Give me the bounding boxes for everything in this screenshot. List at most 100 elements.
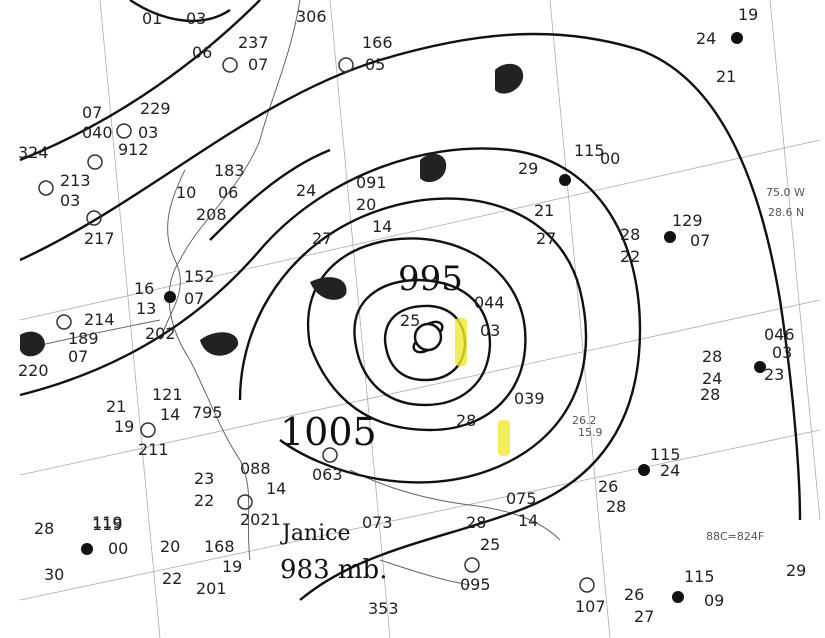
station-plot: 166 05 [362, 33, 393, 74]
svg-text:16: 16 [134, 279, 154, 298]
svg-text:27: 27 [634, 607, 654, 626]
lat-lon-grid [19, 0, 821, 638]
svg-text:07: 07 [68, 347, 88, 366]
station-number: 063 [312, 465, 343, 484]
svg-text:28: 28 [456, 411, 476, 430]
station-plot: 28 23 [700, 365, 784, 404]
station-plot: 27 14 [312, 217, 392, 248]
svg-text:14: 14 [518, 511, 538, 530]
station-number: 119 [92, 513, 123, 532]
station-plot: 06 237 07 [192, 33, 269, 74]
storm-pressure: 983 mb. [280, 555, 387, 585]
station-plot: 29 21 27 [518, 159, 556, 248]
svg-text:039: 039 [514, 389, 545, 408]
station-plot: 26 115 24 28 [598, 445, 681, 516]
annotation-value: 26.2 [572, 414, 597, 427]
station-number: 107 [575, 597, 606, 616]
station-plot: 29 [786, 561, 806, 580]
svg-text:26: 26 [624, 585, 644, 604]
station-plot: 25 044 03 [400, 293, 505, 340]
svg-text:168: 168 [204, 537, 235, 556]
svg-text:119: 119 [92, 515, 123, 534]
svg-text:24: 24 [702, 369, 722, 388]
svg-text:22: 22 [194, 491, 214, 510]
station-numbers: 306 324 912 217 208 214 220 211 795 202 … [18, 7, 606, 618]
annotation-value: 15.9 [578, 426, 603, 439]
svg-text:115: 115 [684, 567, 715, 586]
svg-text:166: 166 [362, 33, 393, 52]
svg-text:088: 088 [240, 459, 271, 478]
dark-blobs [20, 63, 524, 357]
highlight-marks [455, 318, 510, 456]
station-plot: 28 046 24 03 [702, 325, 795, 388]
station-number: 201 [196, 579, 227, 598]
annotation-longitude: 75.0 W [766, 186, 805, 199]
station-plots: 01 03 06 237 07 166 05 07 229 040 03 213… [34, 5, 806, 626]
svg-text:237: 237 [238, 33, 269, 52]
svg-text:22: 22 [620, 247, 640, 266]
svg-text:00: 00 [108, 539, 128, 558]
svg-text:21: 21 [534, 201, 554, 220]
storm-name: Janice [280, 521, 350, 546]
svg-text:115: 115 [574, 141, 605, 160]
svg-text:091: 091 [356, 173, 387, 192]
svg-text:21: 21 [106, 397, 126, 416]
svg-text:25: 25 [480, 535, 500, 554]
station-plot: 26 115 27 09 [624, 567, 724, 626]
svg-text:22: 22 [162, 569, 182, 588]
svg-text:09: 09 [704, 591, 724, 610]
svg-text:13: 13 [136, 299, 156, 318]
station-plot: 20 [356, 195, 376, 214]
svg-text:03: 03 [772, 343, 792, 362]
station-number: 220 [18, 361, 49, 380]
isobar-label-1005: 1005 [280, 410, 377, 454]
station-number: 217 [84, 229, 115, 248]
station-dots [81, 32, 766, 603]
station-plot: 189 07 [68, 329, 99, 366]
svg-text:06: 06 [218, 183, 238, 202]
station-number: 795 [192, 403, 223, 422]
station-plot: 23 088 22 14 [194, 459, 286, 510]
svg-text:03: 03 [138, 123, 158, 142]
svg-text:19: 19 [114, 417, 134, 436]
svg-text:046: 046 [764, 325, 795, 344]
svg-text:27: 27 [312, 229, 332, 248]
annotation-temperature: 88C=824F [706, 530, 764, 543]
svg-text:29: 29 [786, 561, 806, 580]
svg-text:03: 03 [480, 321, 500, 340]
svg-text:129: 129 [672, 211, 703, 230]
svg-text:115: 115 [650, 445, 681, 464]
station-number: 353 [368, 599, 399, 618]
station-plot: 20 168 22 19 [160, 537, 242, 588]
station-plot: 28 119 30 00 [34, 515, 128, 584]
svg-text:044: 044 [474, 293, 505, 312]
station-plot: 28 129 22 07 [620, 211, 710, 266]
svg-text:24: 24 [696, 29, 716, 48]
svg-text:189: 189 [68, 329, 99, 348]
station-number: 208 [196, 205, 227, 224]
svg-text:14: 14 [372, 217, 392, 236]
svg-text:24: 24 [660, 461, 680, 480]
annotation-latitude: 28.6 N [768, 206, 804, 219]
station-plot: 24 19 21 [696, 5, 758, 86]
svg-text:23: 23 [764, 365, 784, 384]
isobar-label-995: 995 [398, 259, 463, 299]
station-number: 211 [138, 440, 169, 459]
station-plot: 213 03 [60, 171, 91, 210]
station-number: 095 [460, 575, 491, 594]
annotations: 75.0 W 28.6 N 26.2 15.9 88C=824F [572, 186, 805, 543]
svg-text:19: 19 [222, 557, 242, 576]
svg-text:27: 27 [536, 229, 556, 248]
svg-text:03: 03 [186, 9, 206, 28]
station-plot: 28 075 25 14 [466, 489, 538, 554]
svg-text:14: 14 [266, 479, 286, 498]
station-plot: 28 039 [456, 389, 545, 430]
svg-text:20: 20 [160, 537, 180, 556]
svg-text:213: 213 [60, 171, 91, 190]
station-plot: 183 10 06 [176, 161, 245, 202]
svg-text:229: 229 [140, 99, 171, 118]
svg-text:30: 30 [44, 565, 64, 584]
station-number: 324 [18, 143, 49, 162]
isobars [19, 0, 802, 601]
svg-text:28: 28 [620, 225, 640, 244]
